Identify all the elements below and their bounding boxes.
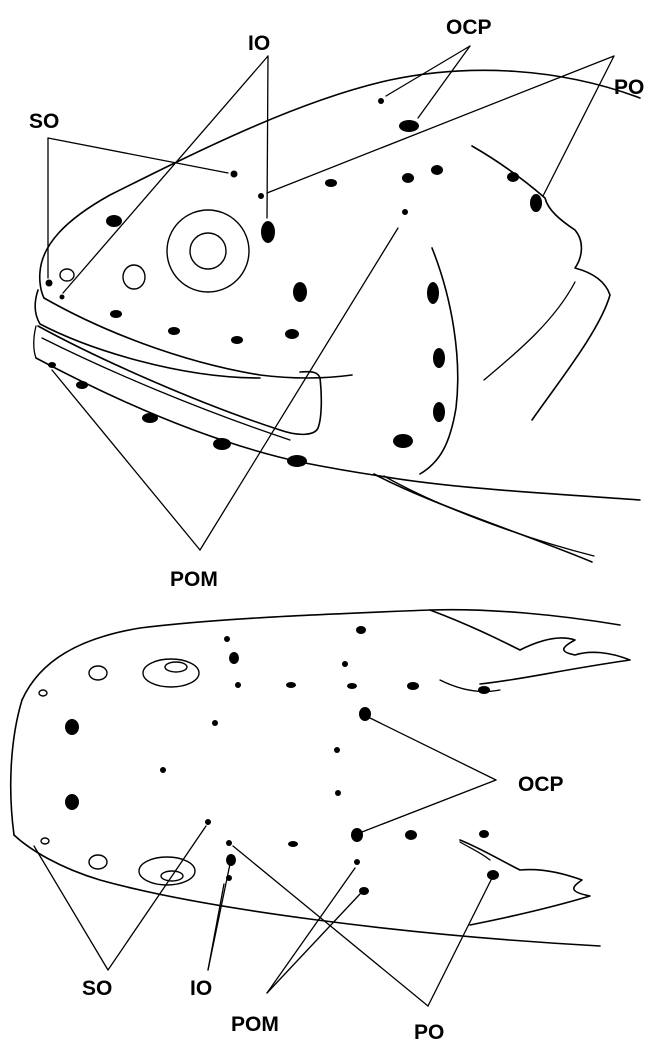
lateral-jaw-end (34, 326, 36, 358)
lateral-label-ocp: OCP (446, 16, 492, 39)
lateral-opercle-edge (472, 146, 610, 420)
lateral-maxilla-inner (42, 338, 290, 440)
lateral-snout-upper (44, 298, 352, 378)
lateral-eye-pupil (190, 233, 226, 269)
lateral-pores (46, 98, 543, 467)
dorsal-view: OCP SO IO POM PO (11, 610, 630, 1044)
lateral-label-pom: POM (170, 568, 218, 591)
dorsal-nostril-2 (89, 855, 107, 869)
lateral-leader-lines (48, 46, 614, 550)
dorsal-eye-upper-lens (165, 662, 187, 672)
lateral-head-outline (40, 70, 640, 298)
lateral-lower-jaw (36, 358, 380, 476)
lateral-gill-membrane-2 (384, 476, 594, 556)
dorsal-label-io: IO (190, 977, 212, 1000)
dorsal-upper-fold (440, 680, 500, 692)
dorsal-label-pom: POM (231, 1013, 279, 1036)
dorsal-nostril-3 (39, 690, 47, 696)
lateral-view: SO IO OCP PO POM (29, 16, 644, 591)
lateral-gill-membrane (374, 474, 592, 562)
dorsal-nostril-1 (89, 666, 107, 680)
lateral-premaxilla (35, 290, 260, 378)
dorsal-lower-fold (460, 842, 490, 860)
lateral-throat (380, 476, 640, 500)
dorsal-lower-outline (14, 835, 600, 946)
dorsal-label-po: PO (414, 1021, 444, 1044)
lateral-label-io: IO (248, 32, 270, 55)
dorsal-label-so: SO (82, 977, 112, 1000)
dorsal-pores (65, 626, 499, 895)
lateral-label-po: PO (614, 76, 644, 99)
lateral-subopercle (484, 282, 575, 380)
dorsal-label-ocp: OCP (518, 773, 564, 796)
lateral-label-so: SO (29, 110, 59, 133)
lateral-nostril-1 (123, 265, 145, 289)
dorsal-snout-outline (11, 700, 22, 835)
dorsal-nostril-4 (41, 838, 49, 844)
lateral-nostril-2 (60, 269, 74, 281)
dorsal-upper-outline (22, 610, 620, 700)
